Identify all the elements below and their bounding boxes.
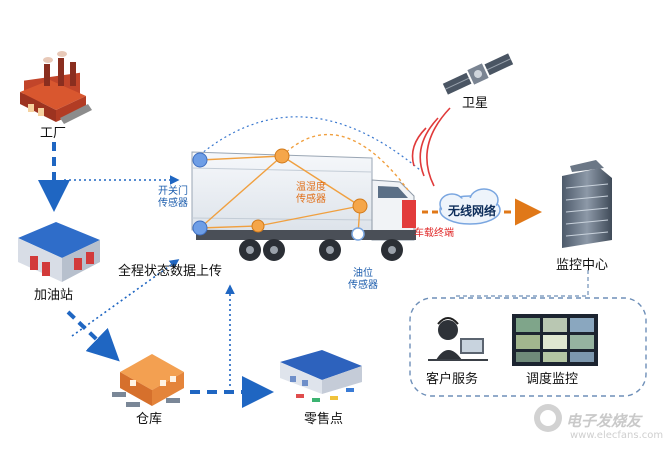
temp-sensor-node (274, 148, 290, 164)
dispatch-video-wall-icon (512, 314, 598, 366)
customer-service-label: 客户服务 (426, 372, 479, 387)
signal-waves-icon (411, 107, 451, 187)
watermark-logo-icon (534, 404, 562, 432)
truck-icon (191, 151, 416, 261)
retail-store-icon (280, 350, 362, 402)
door-sensor-node (192, 152, 208, 168)
customer-service-icon (428, 317, 488, 361)
temp-sensor-label: 温湿度 传感器 (296, 182, 326, 205)
cloud-icon (439, 188, 501, 225)
door-sensor-label: 开关门 传感器 (158, 186, 188, 209)
gas-station-label: 加油站 (34, 288, 74, 303)
factory-icon (20, 51, 92, 124)
temp-sensor-node-3 (251, 219, 265, 233)
satellite-label: 卫星 (462, 96, 489, 111)
warehouse-label: 仓库 (136, 412, 163, 427)
monitoring-center-building-icon (562, 160, 612, 248)
satellite-icon (442, 53, 514, 95)
watermark-text: 电子发烧友 (566, 412, 642, 430)
temp-sensor-node-2 (352, 198, 368, 214)
door-sensor-node-2 (192, 220, 208, 236)
upload-label: 全程状态数据上传 (118, 264, 223, 279)
gas-station-icon (18, 222, 100, 282)
monitoring-center-label: 监控中心 (556, 258, 609, 273)
factory-label: 工厂 (40, 126, 67, 141)
wireless-network-label: 无线网络 (448, 204, 497, 218)
watermark-url: www.elecfans.com (570, 430, 664, 441)
services-group-frame (409, 297, 647, 397)
retail-label: 零售点 (304, 412, 344, 427)
dispatch-monitor-label: 调度监控 (526, 372, 579, 387)
oil-sensor-node (351, 227, 365, 241)
warehouse-icon (112, 354, 184, 407)
oil-sensor-label: 油位 传感器 (348, 268, 378, 291)
terminal-label: 车载终端 (414, 228, 454, 239)
